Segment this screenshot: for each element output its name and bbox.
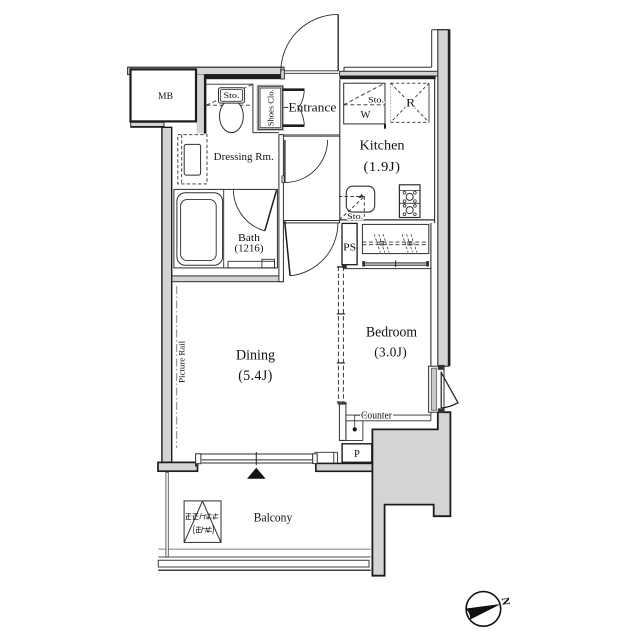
svg-text:Kitchen: Kitchen xyxy=(360,137,405,152)
svg-text:(3.0J): (3.0J) xyxy=(374,345,407,360)
svg-text:Balcony: Balcony xyxy=(254,511,293,525)
svg-text:Counter: Counter xyxy=(361,410,393,421)
svg-text:PS: PS xyxy=(343,243,356,254)
svg-text:Sto.: Sto. xyxy=(224,91,240,100)
svg-text:Bedroom: Bedroom xyxy=(366,325,417,341)
svg-text:Sto.: Sto. xyxy=(368,96,384,105)
svg-text:Dining: Dining xyxy=(236,348,275,364)
svg-text:N: N xyxy=(499,597,512,607)
svg-text:Shoes Clo.: Shoes Clo. xyxy=(265,89,275,126)
svg-text:(5.4J): (5.4J) xyxy=(238,368,273,384)
svg-text:(1216): (1216) xyxy=(235,244,265,255)
svg-text:W: W xyxy=(361,109,372,121)
svg-text:Bath: Bath xyxy=(238,233,261,244)
svg-text:Entrance: Entrance xyxy=(288,100,336,115)
svg-text:P: P xyxy=(354,449,360,460)
svg-text:Sto.: Sto. xyxy=(347,212,363,221)
svg-text:MB: MB xyxy=(158,92,173,102)
svg-text:(1.9J): (1.9J) xyxy=(364,159,401,174)
svg-text:Picture Rail: Picture Rail xyxy=(176,340,186,383)
svg-text:Dressing Rm.: Dressing Rm. xyxy=(214,152,274,163)
svg-text:R: R xyxy=(406,96,415,110)
